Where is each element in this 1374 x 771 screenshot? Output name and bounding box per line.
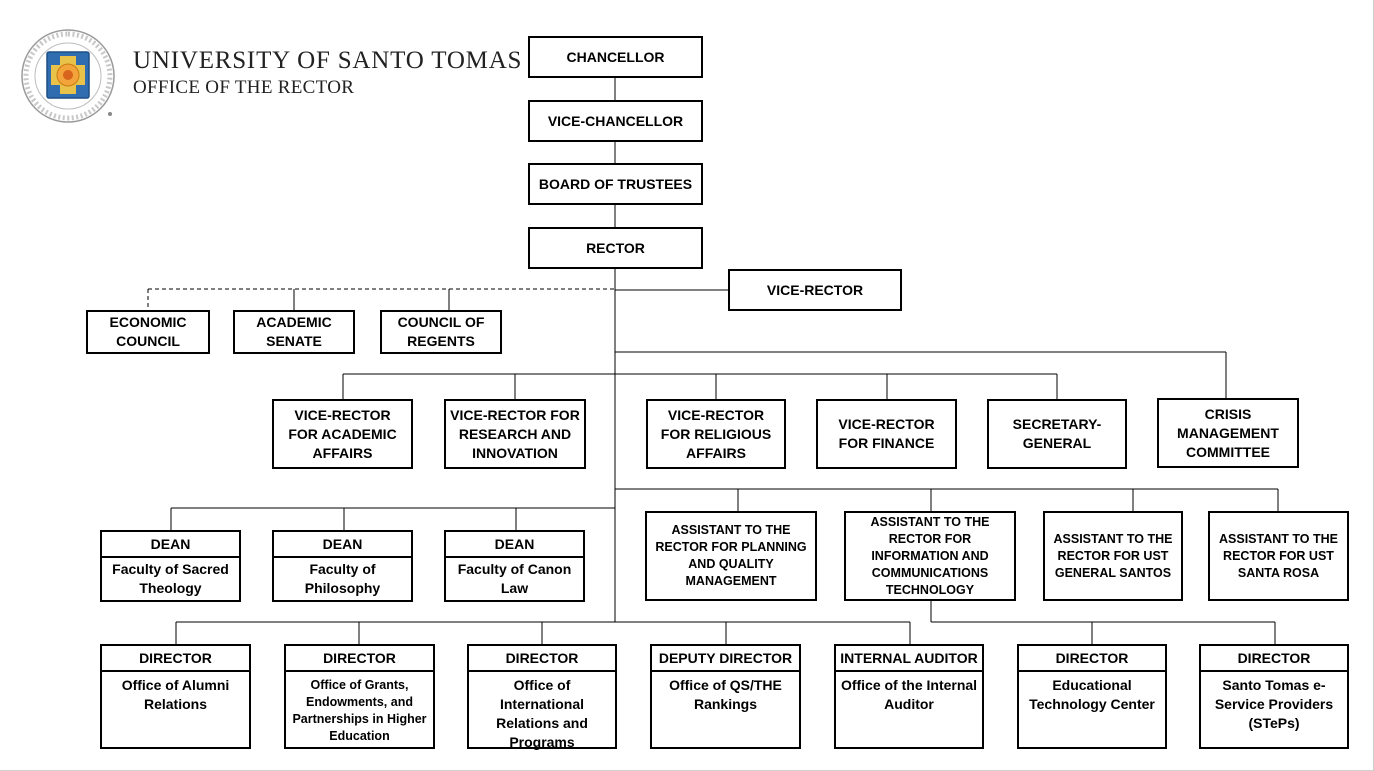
dean-sacred-theology-box: DEAN Faculty of Sacred Theology [100, 530, 241, 602]
university-name: UNIVERSITY OF SANTO TOMAS [133, 47, 523, 74]
director-unit: Educational Technology Center [1029, 677, 1155, 712]
assistant-planning-quality-box: ASSISTANT TO THE RECTOR FOR PLANNING AND… [645, 511, 817, 601]
dean-unit: Faculty of Philosophy [304, 561, 381, 596]
dean-title: DEAN [274, 532, 411, 558]
director-title: DIRECTOR [286, 646, 433, 672]
economic-council-box: ECONOMIC COUNCIL [86, 310, 210, 354]
dean-title: DEAN [446, 532, 583, 558]
internal-auditor-box: INTERNAL AUDITOR Office of the Internal … [834, 644, 984, 749]
assistant-ust-santa-rosa-box: ASSISTANT TO THE RECTOR FOR UST SANTA RO… [1208, 511, 1349, 601]
director-title: DIRECTOR [469, 646, 615, 672]
dean-title: DEAN [102, 532, 239, 558]
director-unit: Office of the Internal Auditor [840, 677, 978, 712]
director-unit: Office of Grants, Endowments, and Partne… [292, 678, 427, 743]
dean-canon-law-box: DEAN Faculty of Canon Law [444, 530, 585, 602]
deputy-director-rankings-box: DEPUTY DIRECTOR Office of QS/THE Ranking… [650, 644, 801, 749]
director-steps-box: DIRECTOR Santo Tomas e-Service Providers… [1199, 644, 1349, 749]
secretary-general-box: SECRETARY-GENERAL [987, 399, 1127, 469]
vice-rector-religious-affairs-box: VICE-RECTOR FOR RELIGIOUS AFFAIRS [646, 399, 786, 469]
director-title: INTERNAL AUDITOR [836, 646, 982, 672]
assistant-ust-general-santos-box: ASSISTANT TO THE RECTOR FOR UST GENERAL … [1043, 511, 1183, 601]
university-seal-logo [21, 29, 115, 123]
rector-box: RECTOR [528, 227, 703, 269]
director-grants-box: DIRECTOR Office of Grants, Endowments, a… [284, 644, 435, 749]
vice-rector-finance-box: VICE-RECTOR FOR FINANCE [816, 399, 957, 469]
council-of-regents-box: COUNCIL OF REGENTS [380, 310, 502, 354]
dean-unit: Faculty of Sacred Theology [112, 561, 229, 596]
director-title: DEPUTY DIRECTOR [652, 646, 799, 672]
dean-unit: Faculty of Canon Law [457, 561, 572, 596]
vice-chancellor-box: VICE-CHANCELLOR [528, 100, 703, 142]
crisis-management-committee-box: CRISIS MANAGEMENT COMMITTEE [1157, 398, 1299, 468]
director-unit: Office of QS/THE Rankings [669, 677, 782, 712]
academic-senate-box: ACADEMIC SENATE [233, 310, 355, 354]
director-title: DIRECTOR [102, 646, 249, 672]
director-title: DIRECTOR [1201, 646, 1347, 672]
dean-philosophy-box: DEAN Faculty of Philosophy [272, 530, 413, 602]
assistant-ict-box: ASSISTANT TO THE RECTOR FOR INFORMATION … [844, 511, 1016, 601]
director-international-relations-box: DIRECTOR Office of International Relatio… [467, 644, 617, 750]
director-title: DIRECTOR [1019, 646, 1165, 672]
vice-rector-academic-affairs-box: VICE-RECTOR FOR ACADEMIC AFFAIRS [272, 399, 413, 469]
director-unit: Santo Tomas e-Service Providers (STePs) [1214, 677, 1334, 731]
director-unit: Office of International Relations and Pr… [496, 677, 588, 750]
vice-rector-research-box: VICE-RECTOR FOR RESEARCH AND INNOVATION [444, 399, 586, 469]
board-of-trustees-box: BOARD OF TRUSTEES [528, 163, 703, 205]
office-name: OFFICE OF THE RECTOR [133, 77, 355, 98]
vice-rector-box: VICE-RECTOR [728, 269, 902, 311]
director-unit: Office of Alumni Relations [121, 677, 230, 712]
director-alumni-relations-box: DIRECTOR Office of Alumni Relations [100, 644, 251, 749]
director-educational-technology-box: DIRECTOR Educational Technology Center [1017, 644, 1167, 749]
chancellor-box: CHANCELLOR [528, 36, 703, 78]
